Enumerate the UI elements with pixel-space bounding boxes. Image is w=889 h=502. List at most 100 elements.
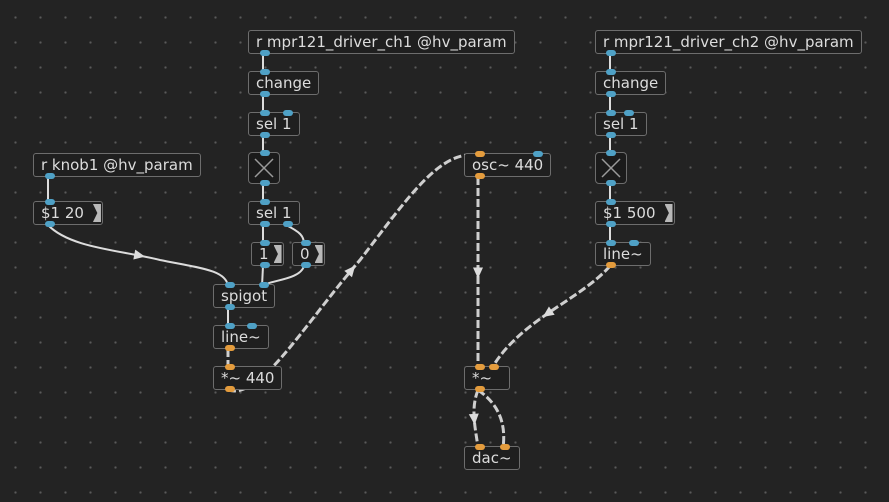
outlet-left[interactable] bbox=[260, 221, 270, 227]
object-sel-1a[interactable]: sel 1 bbox=[248, 110, 300, 138]
object-label: *~ 440 bbox=[221, 369, 275, 387]
bang-x-icon bbox=[601, 158, 621, 178]
outlet[interactable] bbox=[225, 345, 235, 351]
inlet-right[interactable] bbox=[629, 240, 639, 246]
object-change-2[interactable]: change bbox=[595, 69, 667, 97]
cable-mul-to-dac-left[interactable] bbox=[472, 389, 480, 449]
inlet[interactable] bbox=[260, 69, 270, 75]
object-label: r mpr121_driver_ch1 @hv_param bbox=[256, 33, 507, 51]
inlet-left[interactable] bbox=[225, 323, 235, 329]
outlet[interactable] bbox=[260, 50, 270, 56]
bang-button-1[interactable] bbox=[248, 150, 280, 186]
inlet-left[interactable] bbox=[606, 240, 616, 246]
cable-line2-to-mul[interactable] bbox=[490, 265, 612, 369]
outlet[interactable] bbox=[225, 304, 235, 310]
object-sel-2[interactable]: sel 1 bbox=[595, 110, 647, 138]
object-r-mpr121-ch1[interactable]: r mpr121_driver_ch1 @hv_param bbox=[248, 30, 515, 56]
inlet[interactable] bbox=[606, 199, 616, 205]
outlet-left[interactable] bbox=[260, 132, 270, 138]
object-label: line~ bbox=[603, 245, 643, 263]
message-box-zero[interactable]: 0 bbox=[292, 240, 325, 268]
inlet[interactable] bbox=[301, 240, 311, 246]
inlet[interactable] bbox=[45, 199, 55, 205]
cable-direction-arrow-icon bbox=[133, 249, 146, 260]
inlet-left[interactable] bbox=[475, 444, 485, 450]
object-r-mpr121-ch2[interactable]: r mpr121_driver_ch2 @hv_param bbox=[595, 30, 862, 56]
cable-direction-arrow-icon bbox=[473, 267, 483, 279]
object-label: change bbox=[256, 74, 312, 92]
outlet[interactable] bbox=[606, 91, 616, 97]
object-change-1[interactable]: change bbox=[248, 69, 320, 97]
inlet-right[interactable] bbox=[533, 151, 543, 157]
object-spigot[interactable]: spigot bbox=[213, 282, 276, 310]
bang-button-2[interactable] bbox=[595, 150, 627, 186]
inlet-right[interactable] bbox=[624, 110, 634, 116]
inlet-left[interactable] bbox=[606, 110, 616, 116]
inlet[interactable] bbox=[260, 150, 270, 156]
inlet-right[interactable] bbox=[259, 282, 269, 288]
outlet-right[interactable] bbox=[283, 221, 293, 227]
inlet-right[interactable] bbox=[247, 323, 257, 329]
inlet-left[interactable] bbox=[475, 151, 485, 157]
outlet[interactable] bbox=[606, 50, 616, 56]
inlet[interactable] bbox=[606, 69, 616, 75]
object-label: sel 1 bbox=[256, 204, 292, 222]
inlet-left[interactable] bbox=[475, 364, 485, 370]
cable-mul-to-dac-right[interactable] bbox=[477, 388, 506, 449]
object-mul-signal[interactable]: *~ bbox=[464, 364, 510, 392]
inlet[interactable] bbox=[225, 364, 235, 370]
outlet[interactable] bbox=[606, 180, 616, 186]
outlet[interactable] bbox=[475, 386, 485, 392]
message-label: 1 bbox=[259, 245, 269, 263]
object-label: r knob1 @hv_param bbox=[41, 156, 193, 174]
inlet-right[interactable] bbox=[283, 110, 293, 116]
object-line-1[interactable]: line~ bbox=[213, 323, 269, 351]
object-label: r mpr121_driver_ch2 @hv_param bbox=[603, 33, 854, 51]
cable-msg-to-spigot[interactable] bbox=[47, 224, 229, 287]
outlet[interactable] bbox=[45, 221, 55, 227]
object-label: change bbox=[603, 74, 659, 92]
outlet[interactable] bbox=[606, 262, 616, 268]
outlet[interactable] bbox=[225, 386, 235, 392]
inlet-right[interactable] bbox=[489, 364, 499, 370]
outlet[interactable] bbox=[606, 221, 616, 227]
cable-direction-arrow-icon bbox=[542, 306, 555, 317]
outlet[interactable] bbox=[260, 91, 270, 97]
message-label: 0 bbox=[300, 245, 310, 263]
object-osc-440[interactable]: osc~ 440 bbox=[464, 151, 552, 179]
object-label: sel 1 bbox=[256, 115, 292, 133]
outlet[interactable] bbox=[475, 173, 485, 179]
message-box-120[interactable]: $1 20 bbox=[33, 199, 103, 227]
inlet-left[interactable] bbox=[225, 282, 235, 288]
bang-x-icon bbox=[254, 158, 274, 178]
outlet[interactable] bbox=[260, 180, 270, 186]
object-r-knob1[interactable]: r knob1 @hv_param bbox=[33, 153, 201, 179]
outlet[interactable] bbox=[260, 262, 270, 268]
inlet-left[interactable] bbox=[260, 110, 270, 116]
message-box-1500[interactable]: $1 500 bbox=[595, 199, 675, 227]
cable-direction-arrow-icon bbox=[344, 265, 356, 278]
message-label: $1 500 bbox=[603, 204, 656, 222]
cable-direction-arrow-icon bbox=[468, 413, 479, 425]
inlet-right[interactable] bbox=[500, 444, 510, 450]
outlet[interactable] bbox=[45, 173, 55, 179]
object-label: *~ bbox=[472, 369, 493, 387]
outlet-left[interactable] bbox=[606, 132, 616, 138]
message-box-one[interactable]: 1 bbox=[251, 240, 284, 268]
inlet[interactable] bbox=[606, 150, 616, 156]
object-label: line~ bbox=[221, 328, 261, 346]
object-label: dac~ bbox=[472, 449, 512, 467]
object-label: spigot bbox=[221, 287, 268, 305]
inlet[interactable] bbox=[260, 240, 270, 246]
object-mul-440[interactable]: *~ 440 bbox=[213, 364, 283, 392]
object-label: osc~ 440 bbox=[472, 156, 544, 174]
object-dac[interactable]: dac~ bbox=[464, 444, 520, 470]
object-sel-1b[interactable]: sel 1 bbox=[248, 199, 300, 227]
inlet[interactable] bbox=[260, 199, 270, 205]
object-label: sel 1 bbox=[603, 115, 639, 133]
outlet[interactable] bbox=[301, 262, 311, 268]
object-line-2[interactable]: line~ bbox=[595, 240, 651, 268]
message-label: $1 20 bbox=[41, 204, 84, 222]
